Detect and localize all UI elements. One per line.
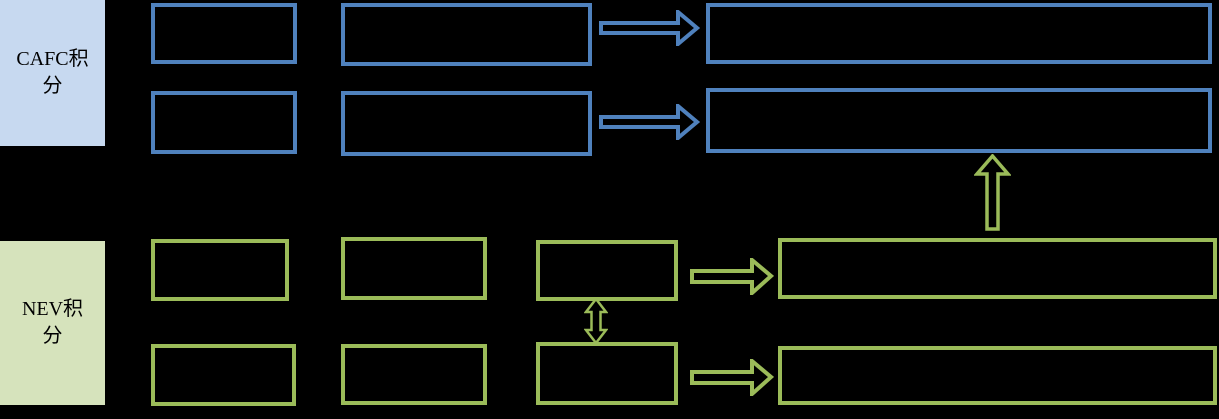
nev-box-row1-wide [778, 238, 1217, 299]
cafc-section-label-text: CAFC积分 [16, 48, 89, 97]
cafc-row1-right-arrow-icon [599, 10, 700, 46]
cafc-row2-right-arrow-icon [599, 104, 700, 140]
nev-box-row1-col1 [151, 239, 289, 301]
nev-to-cafc-up-arrow-icon [974, 154, 1011, 231]
nev-box-row1-col3 [536, 240, 678, 301]
nev-box-row2-col2 [341, 344, 487, 405]
cafc-box-row2-col2 [341, 91, 592, 156]
nev-exchange-double-arrow-icon [584, 297, 608, 345]
cafc-section-label: CAFC积分 [0, 0, 105, 146]
nev-box-row2-col3 [536, 342, 678, 405]
cafc-box-row1-col2 [341, 3, 592, 66]
cafc-box-row1-col1 [151, 3, 297, 64]
nev-box-row2-col1 [151, 344, 296, 406]
cafc-box-row2-wide [706, 88, 1212, 153]
nev-row2-right-arrow-icon [690, 359, 774, 396]
nev-box-row1-col2 [341, 237, 487, 300]
nev-box-row2-wide [778, 346, 1217, 405]
cafc-box-row1-wide [706, 3, 1212, 64]
nev-section-label-text: NEV积分 [21, 298, 84, 347]
cafc-box-row2-col1 [151, 91, 297, 154]
nev-row1-right-arrow-icon [690, 258, 774, 295]
nev-section-label: NEV积分 [0, 241, 105, 405]
